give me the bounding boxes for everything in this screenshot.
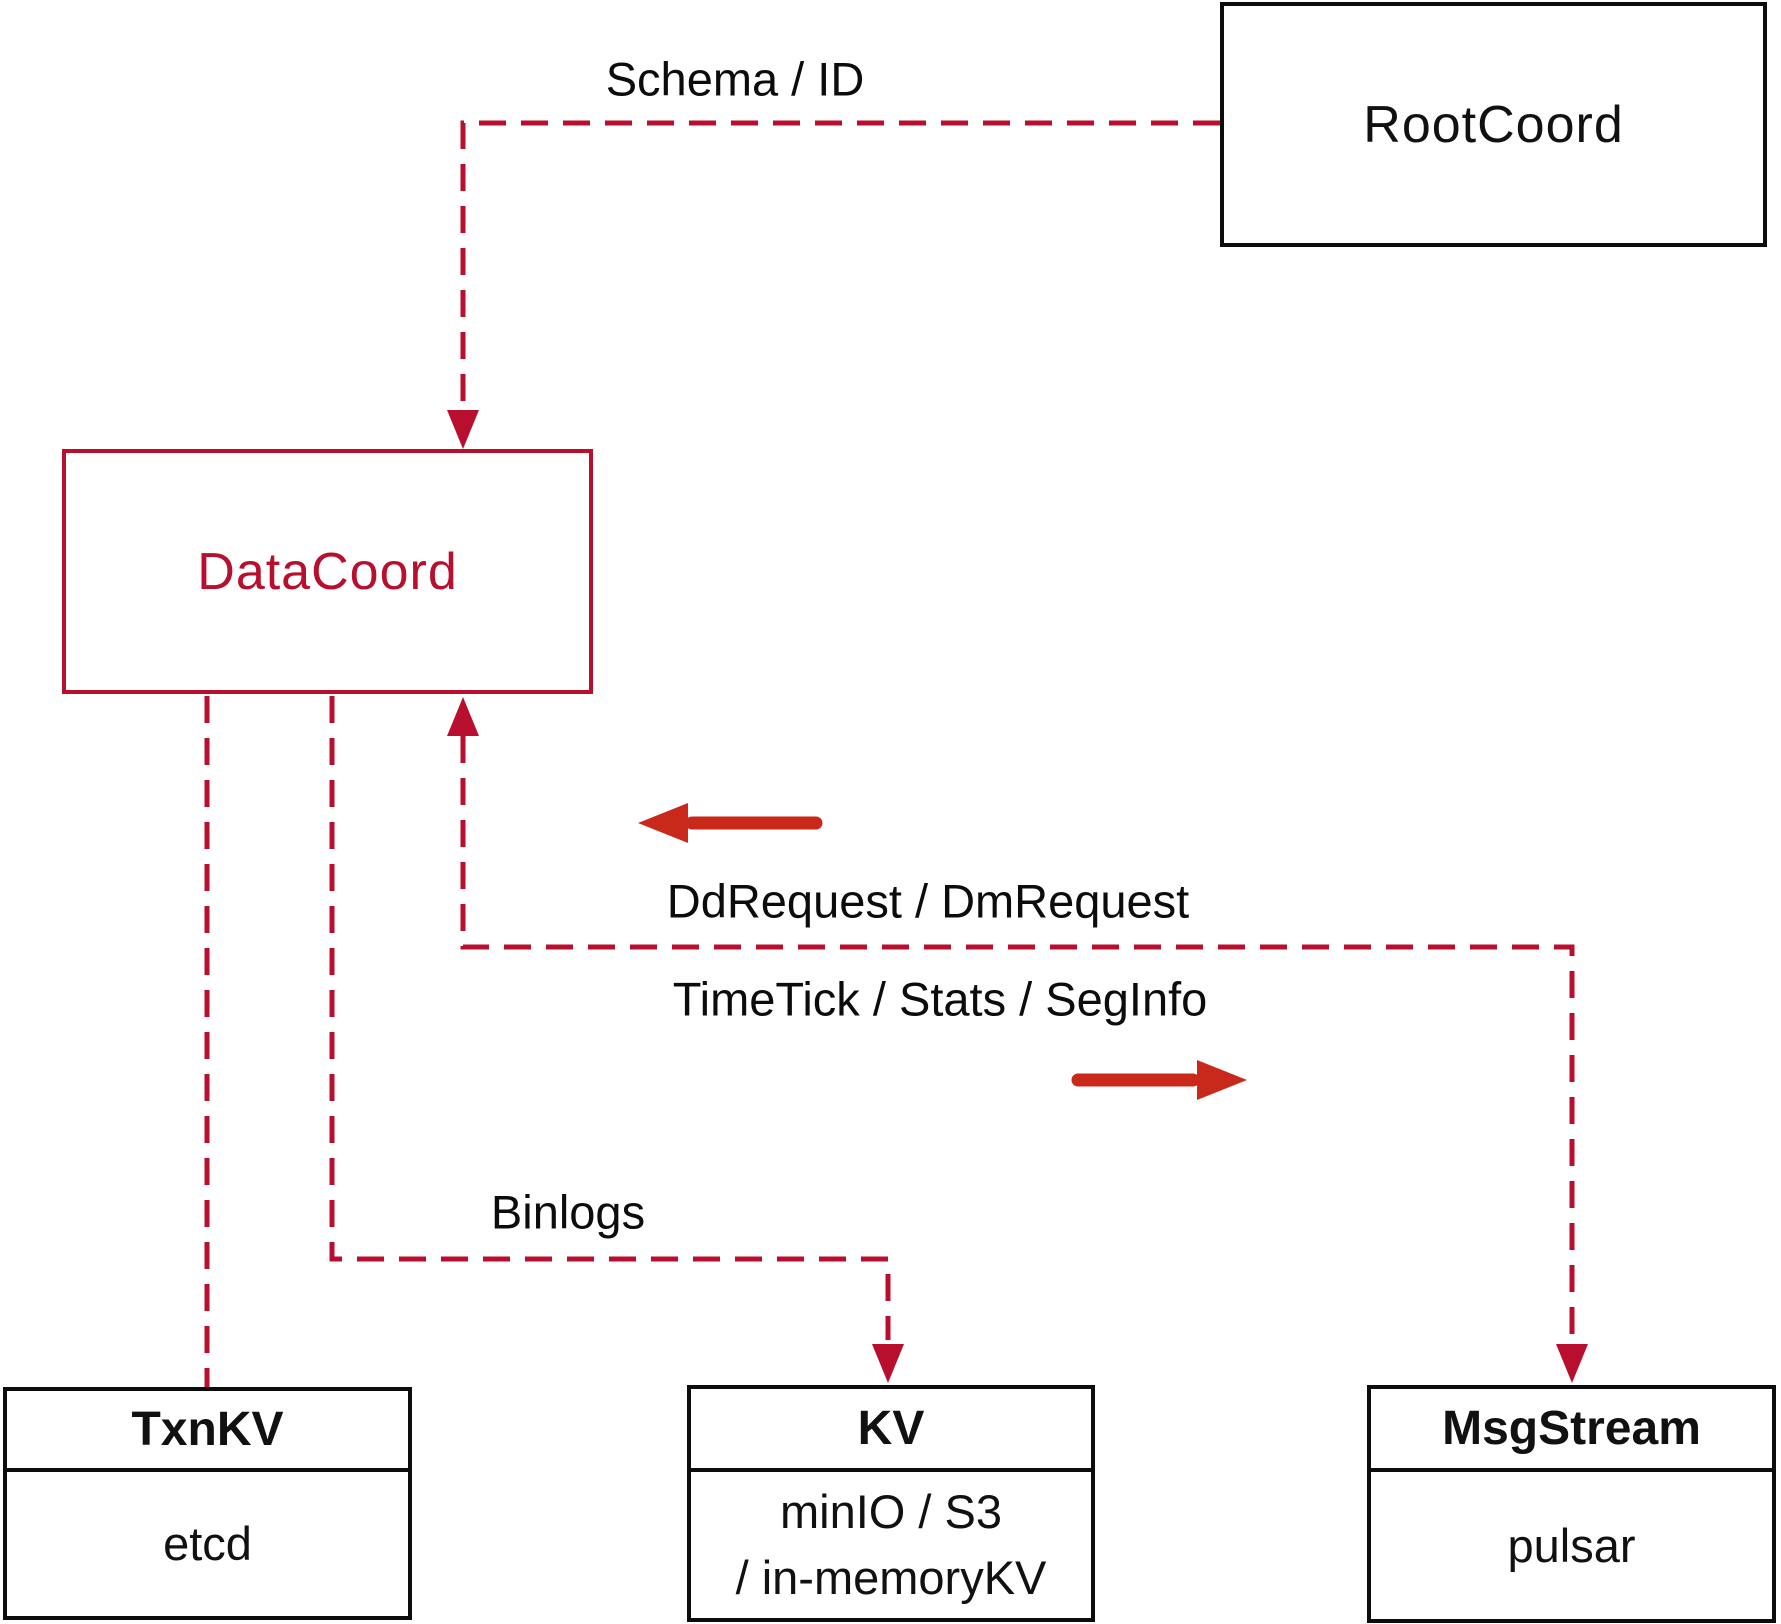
datacoord-node: DataCoord bbox=[62, 449, 593, 694]
edge-binlogs bbox=[329, 696, 891, 1340]
edge-label-binlogs: Binlogs bbox=[490, 1185, 646, 1239]
txnkv-title: TxnKV bbox=[7, 1391, 408, 1472]
txnkv-node: TxnKV etcd bbox=[3, 1387, 412, 1620]
datacoord-label: DataCoord bbox=[197, 542, 458, 601]
edge-label-timetick: TimeTick / Stats / SegInfo bbox=[672, 972, 1208, 1026]
kv-impl-line1: minIO / S3 bbox=[779, 1485, 1002, 1538]
arrowhead-into-msgstream-top bbox=[1556, 1344, 1588, 1383]
arrowhead-into-kv-top bbox=[872, 1344, 904, 1383]
msgstream-title: MsgStream bbox=[1371, 1389, 1772, 1472]
edge-label-schema-id: Schema / ID bbox=[605, 52, 865, 106]
edge-schema-id bbox=[460, 120, 1220, 438]
kv-impl-line2: / in-memoryKV bbox=[735, 1551, 1047, 1604]
arrowhead-into-datacoord-top bbox=[447, 410, 479, 449]
txnkv-impl-label: etcd bbox=[163, 1517, 252, 1570]
msgstream-node: MsgStream pulsar bbox=[1367, 1385, 1776, 1623]
kv-node: KV minIO / S3 / in-memoryKV bbox=[687, 1385, 1095, 1622]
left-direction-arrow bbox=[638, 803, 823, 843]
rootcoord-label: RootCoord bbox=[1363, 95, 1624, 154]
edge-label-ddrequest: DdRequest / DmRequest bbox=[666, 874, 1190, 928]
edge-datacoord-msgstream bbox=[460, 736, 1575, 1340]
right-direction-arrow bbox=[1071, 1060, 1247, 1100]
msgstream-impl-label: pulsar bbox=[1507, 1518, 1636, 1572]
kv-title: KV bbox=[691, 1389, 1091, 1472]
rootcoord-node: RootCoord bbox=[1220, 2, 1767, 247]
arrowhead-into-datacoord-bottom bbox=[447, 697, 479, 736]
